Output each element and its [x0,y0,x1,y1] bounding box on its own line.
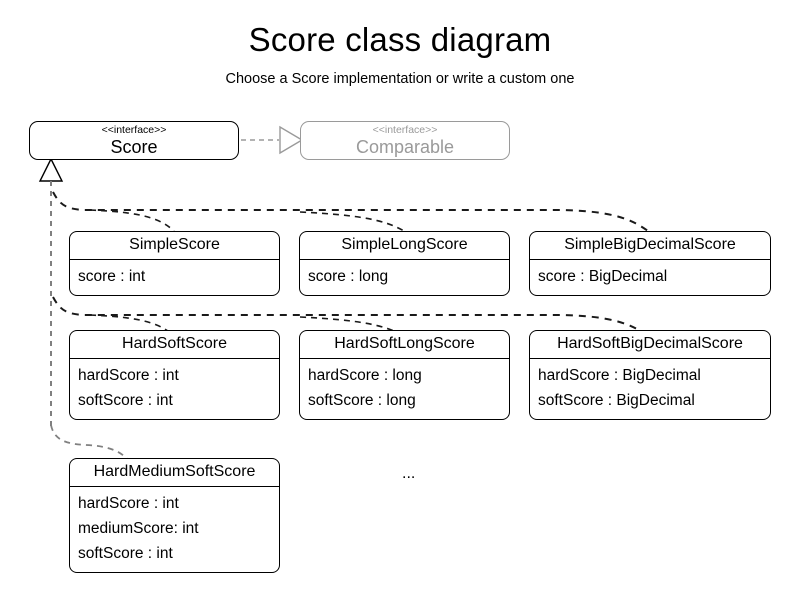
class-name-hard-medium-soft-score: HardMediumSoftScore [93,463,256,480]
class-name-simple-big-decimal-score: SimpleBigDecimalScore [564,236,736,253]
inheritance-drop-simple-score [89,209,175,232]
inheritance-drop-simple-long-score [299,211,405,232]
class-divider [530,358,770,359]
inheritance-drop-hard-medium-soft-score [50,424,131,463]
inheritance-branch-row1 [52,191,649,232]
inheritance-branch-row2 [52,296,649,337]
class-divider [300,259,509,260]
class-name-hard-soft-long-score: HardSoftLongScore [334,335,475,352]
page-subtitle: Choose a Score implementation or write a… [225,71,575,87]
more-classes-ellipsis: ... [402,465,416,482]
class-attributes-hard-soft-long-score: hardScore : long softScore : long [300,359,509,419]
interface-comparable-stereotype: <<interface>> [372,123,438,136]
interface-score-stereotype: <<interface>> [101,123,167,136]
class-divider [70,259,279,260]
class-name-hard-soft-score: HardSoftScore [122,335,227,352]
generalization-triangle [38,157,64,182]
interface-score[interactable]: <<interface>> Score [29,121,239,160]
class-attributes-hard-soft-score: hardScore : int softScore : int [70,359,279,419]
class-divider [530,259,770,260]
class-box-hard-soft-big-decimal-score[interactable]: HardSoftBigDecimalScore hardScore : BigD… [529,330,771,420]
class-attributes-simple-long-score: score : long [300,260,509,295]
class-attributes-simple-score: score : int [70,260,279,295]
class-box-simple-big-decimal-score[interactable]: SimpleBigDecimalScore score : BigDecimal [529,231,771,296]
class-attributes-simple-big-decimal-score: score : BigDecimal [530,260,770,295]
class-box-hard-medium-soft-score[interactable]: HardMediumSoftScore hardScore : int medi… [69,458,280,573]
class-box-simple-score[interactable]: SimpleScore score : int [69,231,280,296]
attribute-row: hardScore : int [78,367,179,384]
realization-score-comparable [241,125,304,155]
class-name-hard-soft-big-decimal-score: HardSoftBigDecimalScore [557,335,743,352]
attribute-row: hardScore : long [308,367,422,384]
class-box-hard-soft-score[interactable]: HardSoftScore hardScore : int softScore … [69,330,280,420]
interface-score-name: Score [110,136,158,157]
class-name-simple-score: SimpleScore [129,236,220,253]
class-name-simple-long-score: SimpleLongScore [341,236,468,253]
attribute-row: hardScore : int [78,495,179,512]
attribute-row: softScore : int [78,545,173,562]
attribute-row: hardScore : BigDecimal [538,367,701,384]
class-box-hard-soft-long-score[interactable]: HardSoftLongScore hardScore : long softS… [299,330,510,420]
attribute-row: score : int [78,268,146,285]
attribute-row: mediumScore: int [78,520,199,537]
attribute-row: softScore : int [78,392,173,409]
class-box-simple-long-score[interactable]: SimpleLongScore score : long [299,231,510,296]
class-attributes-hard-medium-soft-score: hardScore : int mediumScore: int softSco… [70,487,279,572]
class-divider [70,358,279,359]
interface-comparable-name: Comparable [355,136,455,157]
attribute-row: softScore : BigDecimal [538,392,695,409]
page-title: Score class diagram [248,21,552,58]
class-divider [300,358,509,359]
attribute-row: score : BigDecimal [538,268,668,285]
class-attributes-hard-soft-big-decimal-score: hardScore : BigDecimal softScore : BigDe… [530,359,770,419]
class-divider [70,486,279,487]
interface-comparable[interactable]: <<interface>> Comparable [300,121,510,160]
attribute-row: softScore : long [308,392,416,409]
attribute-row: score : long [308,268,389,285]
